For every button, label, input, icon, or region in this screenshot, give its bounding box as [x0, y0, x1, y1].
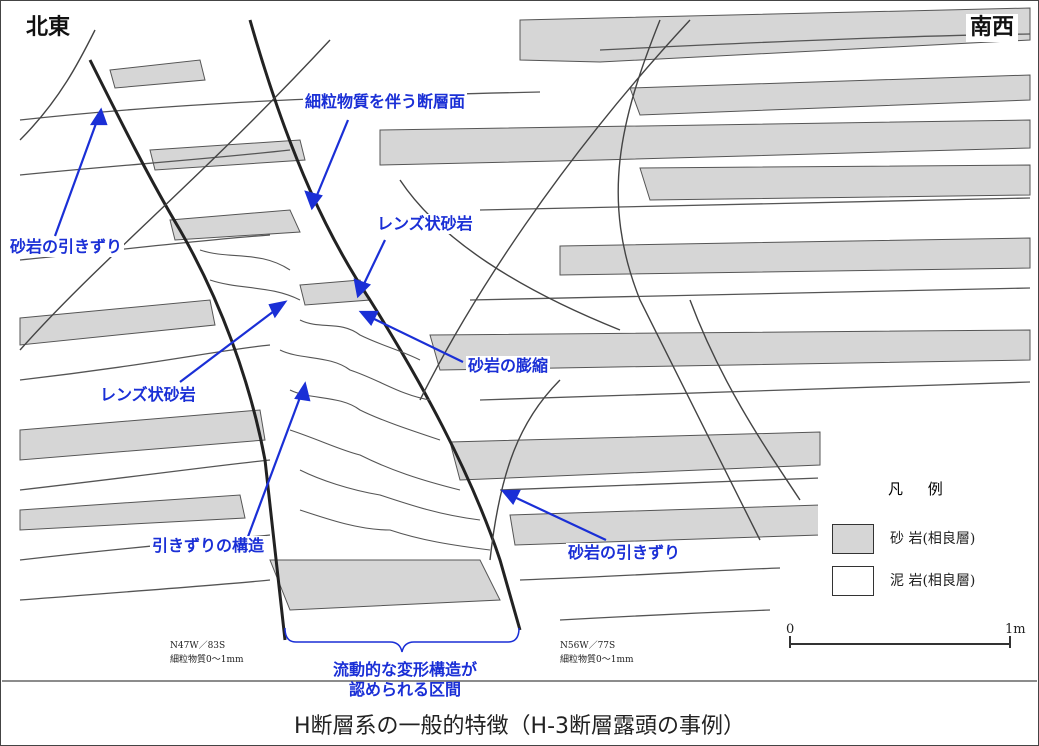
- sandstone-band: [449, 431, 821, 481]
- annotation-swell: 砂岩の膨縮: [466, 356, 551, 376]
- annotation-drag-right: 砂岩の引きずり: [566, 543, 683, 563]
- sandstone-band: [19, 299, 216, 346]
- sandstone-band: [19, 494, 246, 531]
- sandstone-band: [639, 164, 1031, 201]
- legend-swatch-mudstone: [832, 566, 874, 596]
- sandstone-band: [629, 74, 1031, 116]
- label-northeast: 北東: [22, 14, 75, 42]
- sandstone-band: [509, 504, 821, 546]
- fault-line-left: [88, 59, 287, 641]
- annotation-flow-section: 流動的な変形構造が 認められる区間: [300, 660, 510, 700]
- fault-material-left: 細粒物質0～1mm: [170, 655, 244, 665]
- sandstone-band: [169, 209, 301, 241]
- legend-label-mudstone: 泥 岩(相良層): [890, 573, 976, 589]
- flow-section-text: 流動的な変形構造が 認められる区間: [332, 660, 477, 699]
- sandstone-band: [109, 59, 206, 89]
- figure-caption: H断層系の一般的特徴（H-3断層露頭の事例）: [293, 714, 746, 739]
- sandstone-band: [19, 409, 266, 461]
- legend-swatch-sandstone: [832, 524, 874, 554]
- sandstone-band: [429, 329, 1031, 371]
- scale-bar: 0 1m: [780, 622, 1026, 652]
- scale-start: 0: [786, 622, 795, 637]
- scale-end: 1m: [1005, 622, 1026, 637]
- flow-section-bracket: [284, 627, 520, 653]
- sandstone-band: [519, 7, 1031, 63]
- outcrop-sketch: [2, 7, 1037, 682]
- fault-orientation-right: N56W／77S: [560, 641, 616, 651]
- fault-line-right: [248, 19, 522, 631]
- scale-bar-line: [789, 636, 1011, 648]
- annotation-drag-left: 砂岩の引きずり: [8, 237, 125, 257]
- legend-item-sandstone: 砂 岩(相良層): [832, 524, 1028, 554]
- sandstone-band: [269, 559, 501, 611]
- legend-label-sandstone: 砂 岩(相良層): [890, 531, 976, 547]
- sandstone-band: [559, 237, 1031, 276]
- fault-material-right: 細粒物質0～1mm: [560, 655, 634, 665]
- legend-item-mudstone: 泥 岩(相良層): [832, 566, 1028, 596]
- annotation-drag-structure: 引きずりの構造: [150, 536, 267, 556]
- legend-title: 凡 例: [888, 480, 953, 498]
- label-southwest: 南西: [966, 14, 1019, 42]
- legend: 凡 例 砂 岩(相良層) 泥 岩(相良層): [818, 468, 1028, 618]
- annotation-fault-surface: 細粒物質を伴う断層面: [303, 92, 468, 112]
- sandstone-band: [379, 119, 1031, 166]
- annotation-lens-upper: レンズ状砂岩: [375, 214, 475, 234]
- fault-orientation-left: N47W／83S: [170, 641, 226, 651]
- annotation-lens-lower: レンズ状砂岩: [98, 385, 198, 405]
